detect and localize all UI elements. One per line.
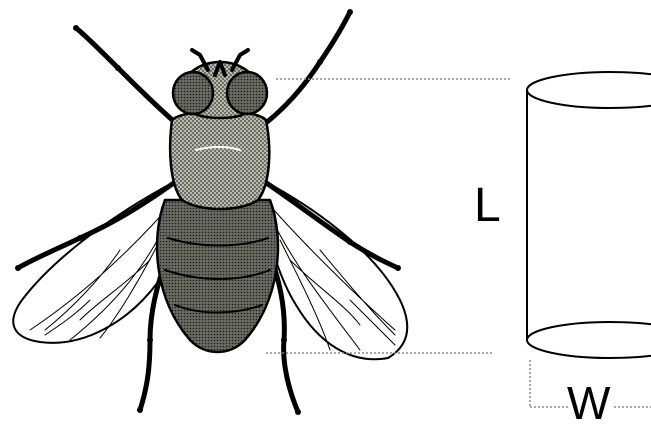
width-label: W: [567, 380, 610, 426]
cylinder-icon: [527, 72, 651, 358]
thorax: [170, 111, 269, 209]
right-wing: [258, 180, 407, 359]
abdomen: [157, 200, 278, 352]
right-eye: [227, 72, 267, 114]
fly-icon: [13, 9, 407, 415]
left-eye: [173, 72, 213, 114]
length-label: L: [474, 182, 501, 230]
